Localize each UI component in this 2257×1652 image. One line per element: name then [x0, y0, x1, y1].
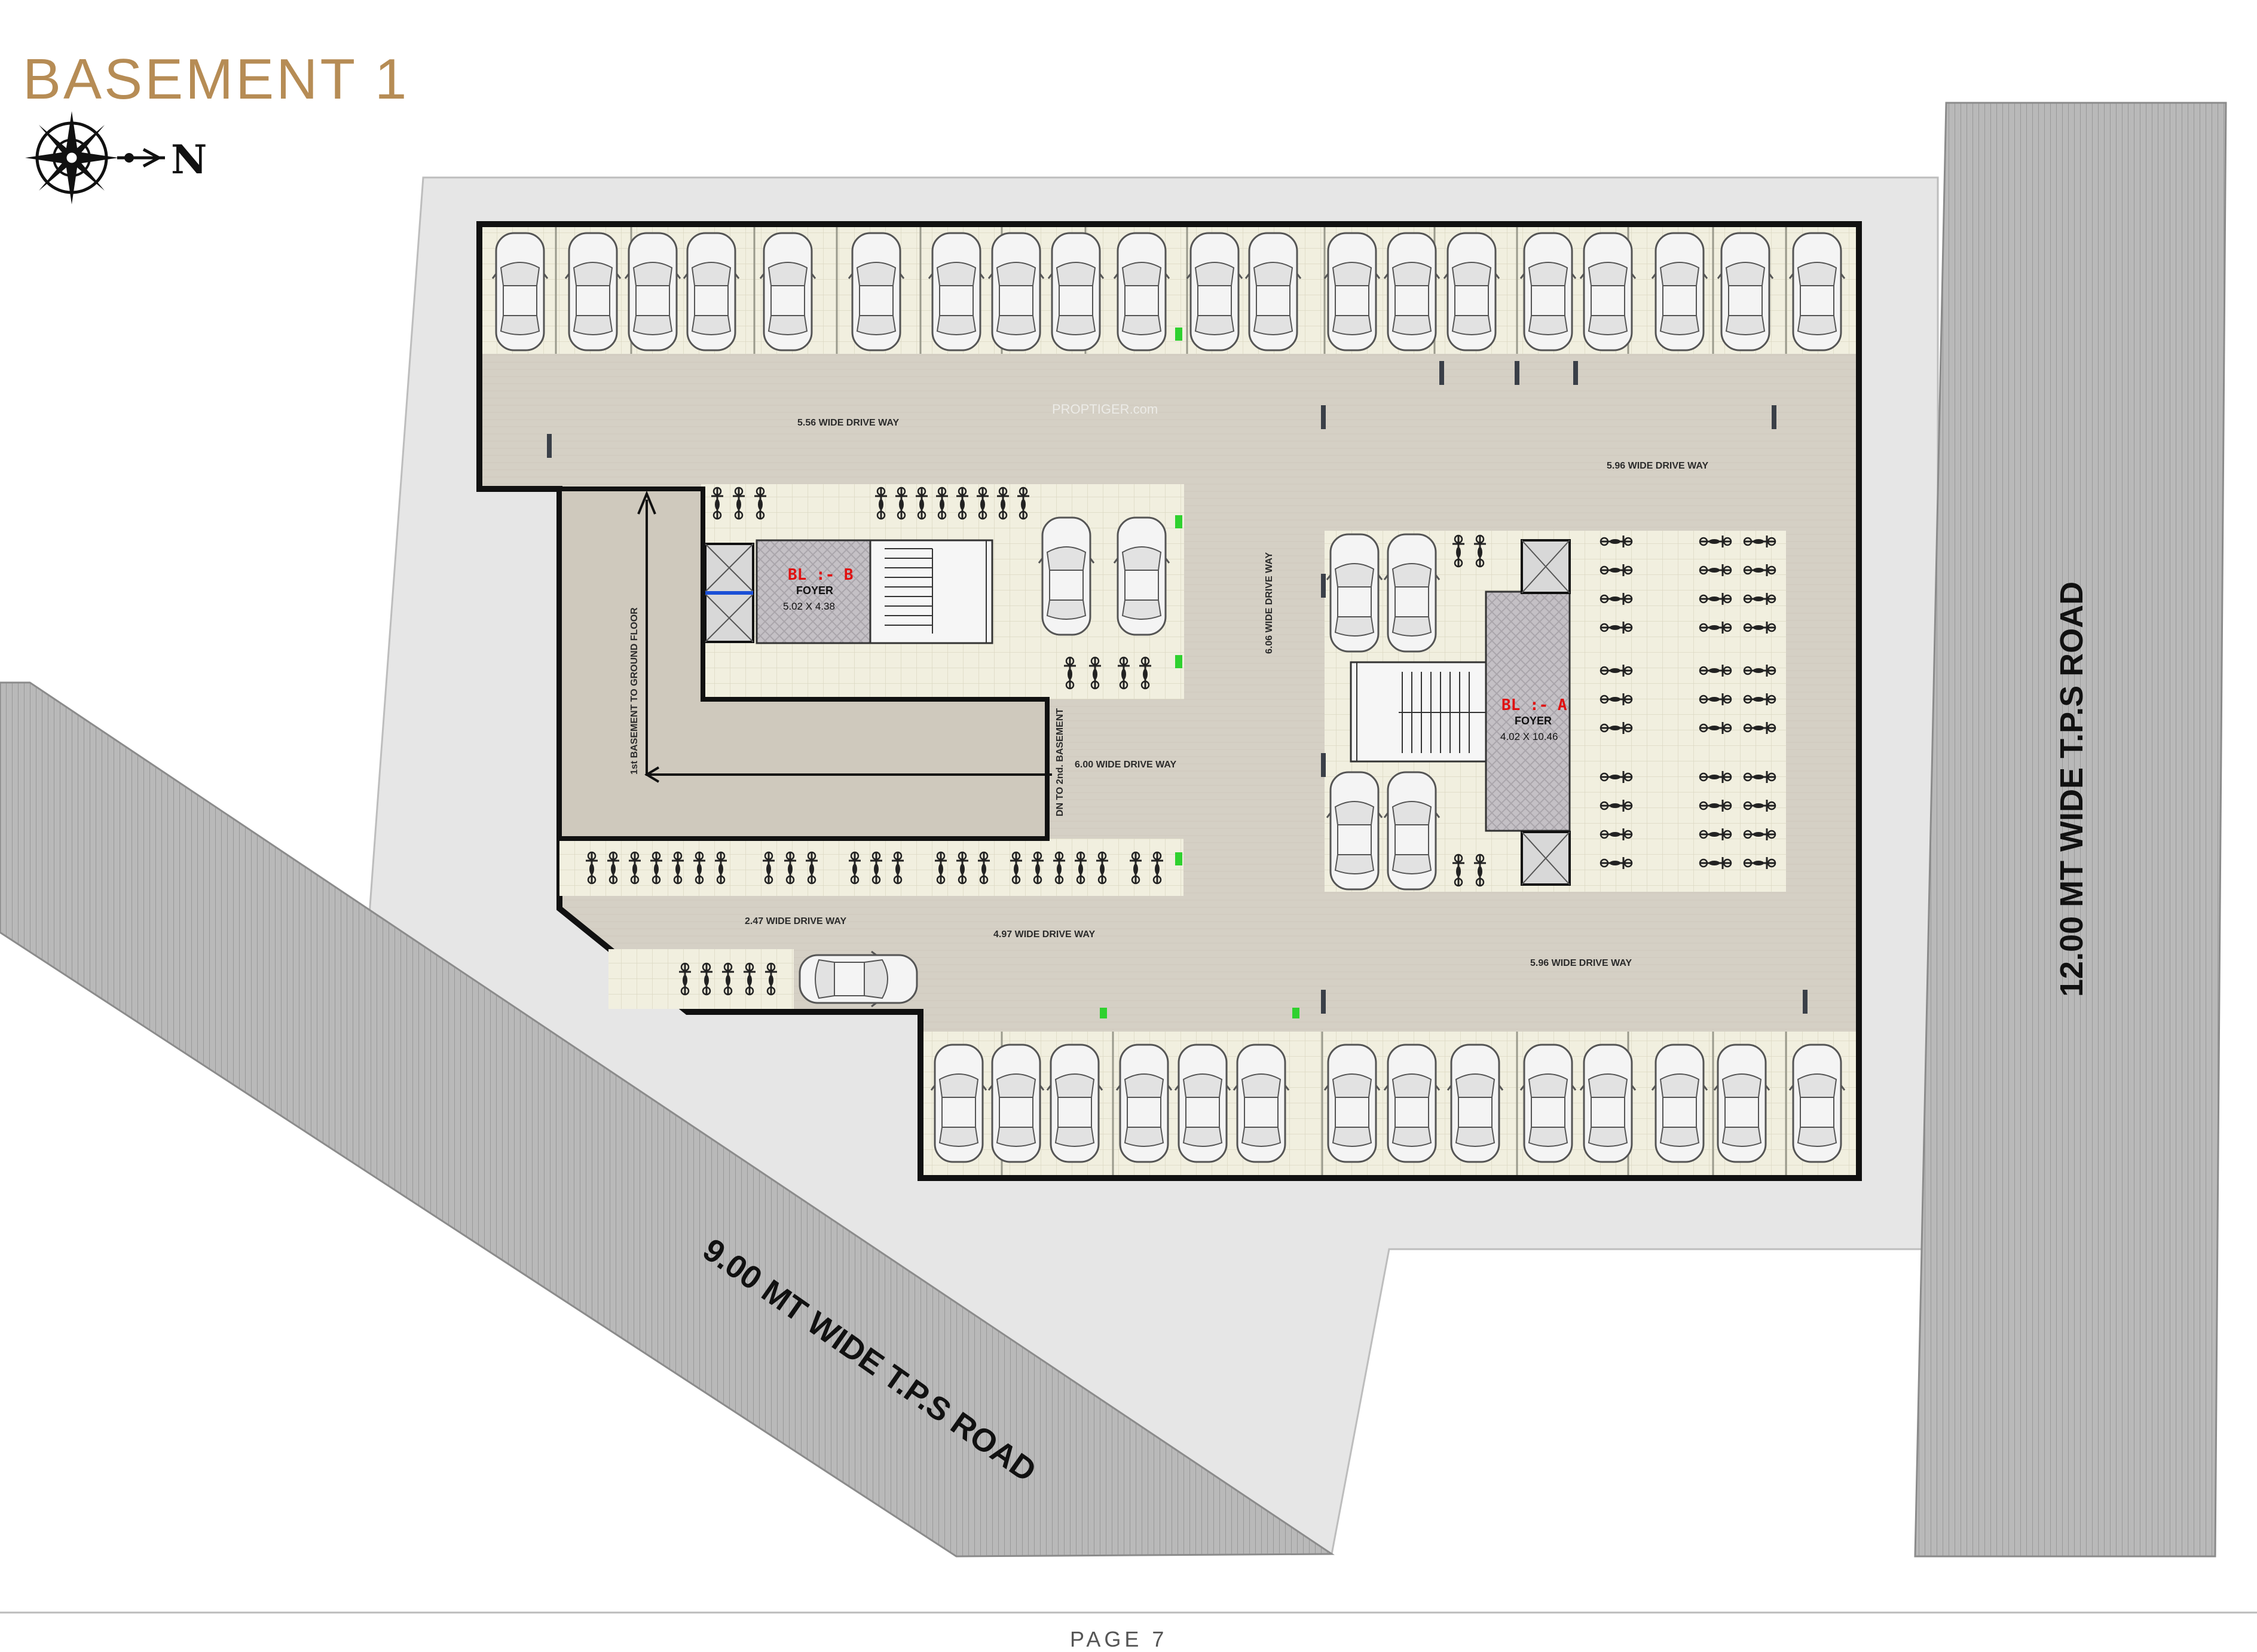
bl-b-label: BL :- B: [788, 566, 854, 584]
car-slot: [1383, 533, 1441, 653]
car-slot: [1651, 232, 1708, 351]
north-arrow-icon: [117, 148, 165, 168]
car-slot: [1038, 516, 1095, 636]
car-slot: [1713, 1044, 1770, 1163]
driveway-label-lower-center: 4.97 WIDE DRIVE WAY: [993, 929, 1095, 940]
car-slot: [1579, 1044, 1637, 1163]
bl-a-label: BL :- A: [1501, 696, 1567, 714]
bl-b-stairs: [869, 539, 993, 644]
column-marks: [547, 361, 1808, 1014]
car-slot: [928, 232, 985, 351]
road-label-right: 12.00 MT WIDE T.P.S ROAD: [2054, 582, 2090, 997]
car-slot: [1383, 1044, 1441, 1163]
car-slot: [1326, 533, 1383, 653]
bl-a-foyer-label: FOYER: [1515, 715, 1552, 727]
car-slot: [1579, 232, 1637, 351]
page-title: BASEMENT 1: [23, 47, 409, 111]
road-right: [1914, 102, 2227, 1558]
car-slot: [624, 232, 681, 351]
driveway-label-top-right: 5.96 WIDE DRIVE WAY: [1607, 461, 1708, 471]
car-slot: [1113, 232, 1170, 351]
car-slot: [1174, 1044, 1231, 1163]
basement-outline: [476, 221, 1862, 1181]
parking-horizontal-car: [799, 950, 918, 1008]
car-slot: [1046, 1044, 1103, 1163]
car-slot: [987, 232, 1045, 351]
car-slot: [1383, 771, 1441, 891]
watermark: PROPTIGER.com: [1052, 402, 1158, 417]
car-slot: [1651, 1044, 1708, 1163]
car-slot: [1115, 1044, 1173, 1163]
driveway-label-lower-left: 2.47 WIDE DRIVE WAY: [745, 916, 846, 926]
compass-icon: [25, 111, 118, 204]
green-markers: [1100, 328, 1299, 1018]
driveway-label-ramp-exit: 6.00 WIDE DRIVE WAY: [1075, 760, 1176, 770]
car-slot: [564, 232, 622, 351]
car-slot: [1788, 1044, 1846, 1163]
car-slot: [1717, 232, 1774, 351]
driveway-label-lower-right: 5.96 WIDE DRIVE WAY: [1530, 958, 1632, 968]
car-slot: [848, 232, 905, 351]
car-slot: [1383, 232, 1441, 351]
car-slot: [1113, 516, 1170, 636]
car-slot: [799, 950, 918, 1008]
north-label: N: [171, 136, 207, 183]
bike-strip-corner: [608, 949, 794, 1009]
car-slot: [1443, 232, 1500, 351]
car-slot: [1519, 1044, 1577, 1163]
car-slot: [1323, 232, 1381, 351]
car-slot: [930, 1044, 987, 1163]
car-slot: [759, 232, 816, 351]
bl-a-foyer-size: 4.02 X 10.46: [1500, 731, 1558, 742]
car-slot: [1233, 1044, 1290, 1163]
bl-b-foyer-size: 5.02 X 4.38: [783, 601, 835, 612]
car-slot: [1244, 232, 1302, 351]
car-slot: [1186, 232, 1243, 351]
road-bottom-left: [0, 681, 1335, 1558]
car-slot: [1788, 232, 1846, 351]
driveway-label-top-left: 5.56 WIDE DRIVE WAY: [797, 418, 899, 428]
car-slot: [1519, 232, 1577, 351]
car-slot: [1323, 1044, 1381, 1163]
page-footer: PAGE 7: [1070, 1627, 1168, 1651]
car-slot: [683, 232, 740, 351]
car-slot: [1326, 771, 1383, 891]
car-slot: [1047, 232, 1105, 351]
ramp-up-arrow: [637, 490, 1052, 783]
bl-b-foyer-label: FOYER: [796, 585, 833, 596]
bl-a-foyer: [1485, 591, 1571, 832]
ramp-down-label: DN TO 2nd. BASEMENT: [1055, 708, 1065, 816]
car-slot: [1446, 1044, 1504, 1163]
car-slot: [491, 232, 549, 351]
bike-strip-lower: [559, 839, 1183, 896]
car-slot: [987, 1044, 1045, 1163]
driveway-label-center: 6.06 WIDE DRIVE WAY: [1264, 552, 1274, 654]
ramp: [557, 487, 1050, 841]
bl-b-foyer: [756, 539, 871, 644]
ramp-up-label: 1st BASEMENT TO GROUND FLOOR: [629, 607, 640, 775]
